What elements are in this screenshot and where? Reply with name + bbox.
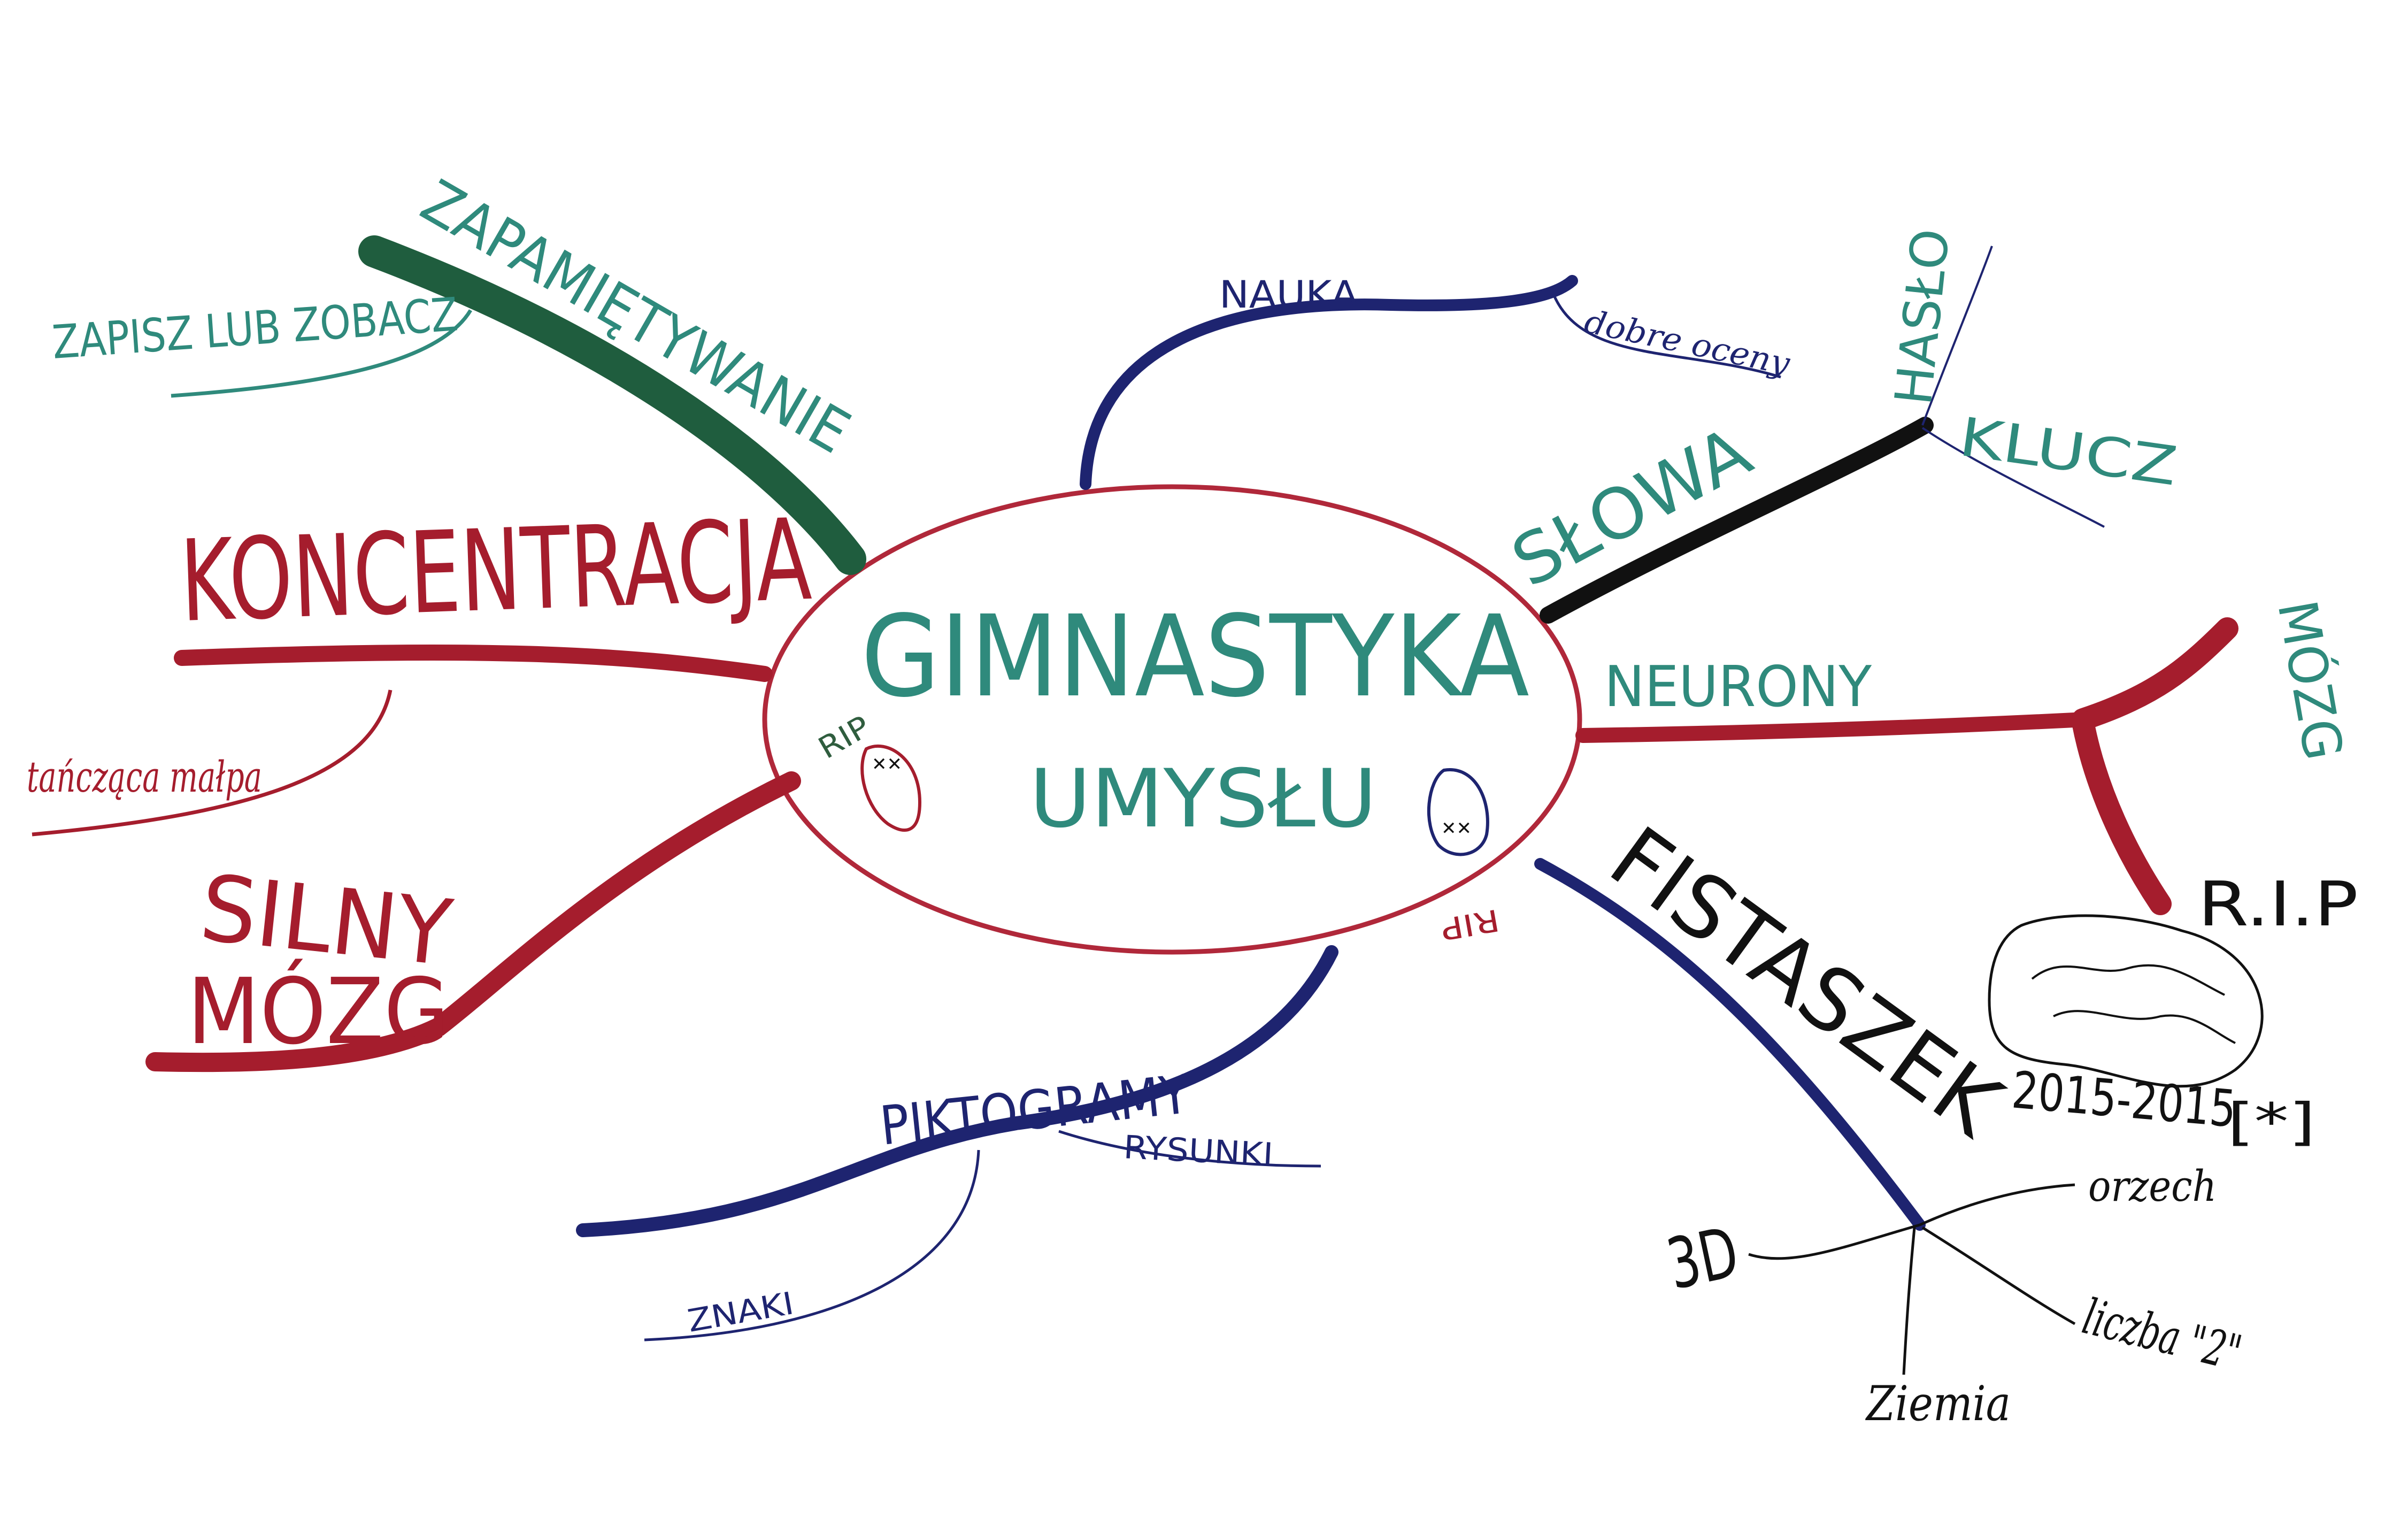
label-silny-mozg-line1: SILNY: [196, 855, 457, 987]
branch-koncentracja-sub: [32, 689, 393, 837]
label-koncentracja: KONCENTRACJA: [178, 494, 813, 647]
branch-neurony-fork-up: [2072, 617, 2238, 731]
branch-silny-mozg: [145, 771, 801, 1072]
label-fistaszek-sub-3d: 3D: [1660, 1212, 1745, 1306]
branch-fistaszek-sub-3d: [1748, 1223, 1920, 1260]
branch-fistaszek-sub-liczba: [1921, 1226, 2076, 1325]
branch-piktogramy: [576, 945, 1338, 1237]
label-rip-doodle-right: RIP: [1438, 902, 1502, 946]
branch-slowa-sub-haslo: [1921, 246, 1993, 426]
label-slowa-sub-klucz: KLUCZ: [1956, 405, 2181, 498]
brain-doodle-icon: [1988, 914, 2264, 1088]
central-title: GIMNASTYKA: [861, 591, 1529, 722]
branch-nauka: [1080, 275, 1578, 490]
branch-slowa: [1540, 417, 1934, 624]
label-piktogramy-sub-rysunki: RYSUNKI: [1122, 1129, 1274, 1174]
label-fistaszek-sub-liczba: liczba "2": [2078, 1288, 2247, 1382]
branch-piktogramy-sub-znaki: [644, 1149, 980, 1342]
label-rip-right: R.I.P: [2198, 869, 2358, 940]
label-nauka-sub: dobre oceny: [1581, 303, 1794, 383]
brain-doodle-fold-1: [2031, 964, 2225, 996]
branch-zapamietywanie-sub: [171, 309, 472, 398]
face-doodle-left-icon: ✕✕: [860, 745, 922, 832]
branch-fistaszek-sub-orzech: [1919, 1183, 2075, 1227]
svg-text:✕✕: ✕✕: [872, 754, 902, 775]
label-neurony-sub-mozg: MÓZG: [2265, 596, 2355, 765]
label-silny-mozg-line2: MÓZG: [187, 959, 449, 1065]
label-nauka: NAUKA: [1219, 273, 1358, 317]
branch-fistaszek-sub-ziemia: [1902, 1227, 1916, 1375]
branch-koncentracja: [174, 645, 773, 682]
label-neurony: NEURONY: [1604, 654, 1872, 719]
brain-doodle-fold-2: [2053, 1010, 2236, 1044]
branch-neurony-fork-down: [2072, 711, 2172, 915]
branch-slowa-sub-klucz: [1921, 427, 2105, 528]
branch-fistaszek: [1534, 858, 1926, 1231]
label-slowa-sub-haslo: HASŁO: [1884, 226, 1961, 408]
branch-nauka-sub: [1552, 294, 1781, 379]
face-doodle-right-icon: ✕✕: [1427, 768, 1489, 856]
branch-piktogramy-sub-rysunki: [1058, 1130, 1321, 1168]
label-rip-mark: [*]: [2227, 1093, 2315, 1152]
svg-text:✕✕: ✕✕: [1441, 818, 1472, 839]
central-subtitle: UMYSŁU: [1029, 753, 1377, 846]
branch-neurony: [1575, 712, 2093, 743]
label-fistaszek: FISTASZEK: [1592, 807, 2021, 1156]
branch-zapamietywanie: [358, 235, 866, 575]
label-zapamietywanie: ZAPAMIĘTYWANIE: [410, 167, 861, 467]
label-fistaszek-sub-orzech: orzech: [2088, 1161, 2217, 1211]
label-rip-dates: 2015-2015: [2010, 1061, 2238, 1139]
label-koncentracja-sub: tańcząca małpa: [27, 752, 262, 802]
label-fistaszek-sub-ziemia: Ziemia: [1865, 1376, 2011, 1432]
central-node-ellipse: [762, 484, 1582, 955]
